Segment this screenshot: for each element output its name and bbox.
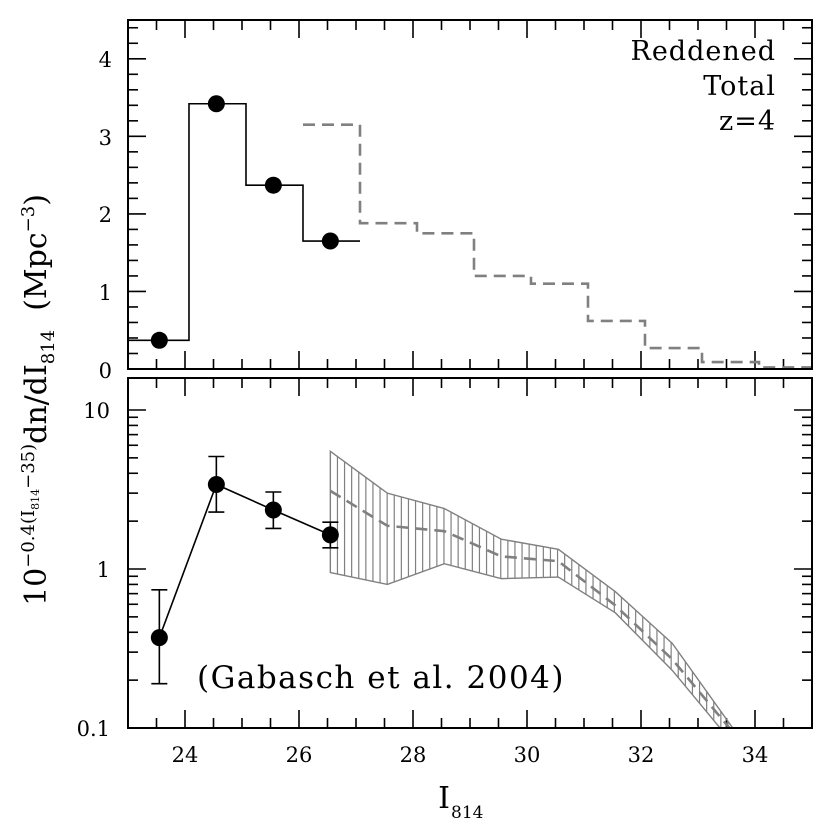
- observed-points-bottom: [150, 475, 339, 647]
- model-median-dashed-line: [329, 489, 731, 728]
- top-panel: 0 1 2 3 4 Reddened Total z=4: [99, 19, 813, 383]
- x-axis-label-sub: 814: [451, 803, 483, 823]
- data-point: [321, 526, 339, 544]
- top-ytick-0: 0: [99, 359, 112, 383]
- data-point: [207, 95, 225, 113]
- data-point: [207, 475, 225, 493]
- top-panel-ticks: [128, 20, 812, 370]
- bottom-panel-y-tick-labels: 0.1 1 10: [77, 399, 110, 741]
- xtick-24: 24: [172, 743, 199, 767]
- citation-label: (Gabasch et al. 2004): [197, 660, 565, 696]
- y-label-mid: dn/dI: [19, 364, 54, 444]
- data-point: [150, 629, 168, 647]
- annotation-redshift: z=4: [719, 106, 776, 137]
- model-uncertainty-band: [329, 449, 734, 728]
- observed-points-top: [150, 95, 339, 349]
- annotation-reddened: Reddened: [630, 36, 776, 67]
- bottom-ytick-1: 1: [97, 558, 110, 582]
- top-ytick-1: 1: [99, 281, 112, 305]
- xtick-26: 26: [286, 743, 313, 767]
- top-ytick-2: 2: [99, 203, 112, 227]
- observed-error-bars: [151, 455, 339, 685]
- bottom-ytick-10: 10: [83, 399, 110, 423]
- y-label-units-exp: −3: [18, 206, 39, 233]
- x-axis-label: I 814: [438, 781, 483, 823]
- xtick-30: 30: [514, 743, 541, 767]
- y-label-units-b: ): [19, 194, 54, 206]
- y-label-exp-a: −0.4(I: [18, 510, 39, 568]
- top-ytick-3: 3: [99, 126, 112, 150]
- data-point: [150, 331, 168, 349]
- model-dashed-histogram: [302, 123, 812, 369]
- xtick-32: 32: [628, 743, 655, 767]
- data-point: [264, 501, 282, 519]
- annotation-total: Total: [703, 71, 776, 102]
- data-point: [321, 232, 339, 250]
- y-label-exp-b: −35): [18, 444, 39, 489]
- top-ytick-4: 4: [99, 48, 112, 72]
- bottom-panel: 0.1 1 10 24 26 28 30 32 34 (Gabasch et a…: [77, 377, 813, 767]
- observed-connecting-line: [158, 483, 331, 638]
- svg-text:I: I: [438, 781, 450, 816]
- top-panel-frame: [127, 19, 813, 370]
- bottom-panel-frame: [127, 377, 813, 729]
- x-axis-label-main: I: [438, 781, 450, 816]
- xtick-28: 28: [400, 743, 427, 767]
- bottom-ytick-0p1: 0.1: [77, 717, 110, 741]
- y-label-units-a: (Mpc: [19, 232, 54, 330]
- xtick-34: 34: [742, 743, 769, 767]
- observed-solid-histogram: [128, 102, 360, 342]
- y-label-mid-sub: 814: [38, 330, 59, 364]
- data-point: [264, 176, 282, 194]
- y-label-prefix: 10: [19, 568, 54, 606]
- svg-text:814: 814: [451, 803, 483, 823]
- top-panel-y-tick-labels: 0 1 2 3 4: [99, 48, 112, 383]
- panel-annotation: Reddened Total z=4: [630, 36, 776, 137]
- y-axis-label: 10−0.4(I814−35)dn/dI814 (Mpc−3): [18, 194, 59, 606]
- bottom-panel-x-tick-labels: 24 26 28 30 32 34: [172, 743, 769, 767]
- svg-text:10−0.4(I814−35)dn/dI814 (Mpc−: 10−0.4(I814−35)dn/dI814 (Mpc−3): [18, 194, 59, 606]
- y-label-exp-sub: 814: [29, 489, 42, 510]
